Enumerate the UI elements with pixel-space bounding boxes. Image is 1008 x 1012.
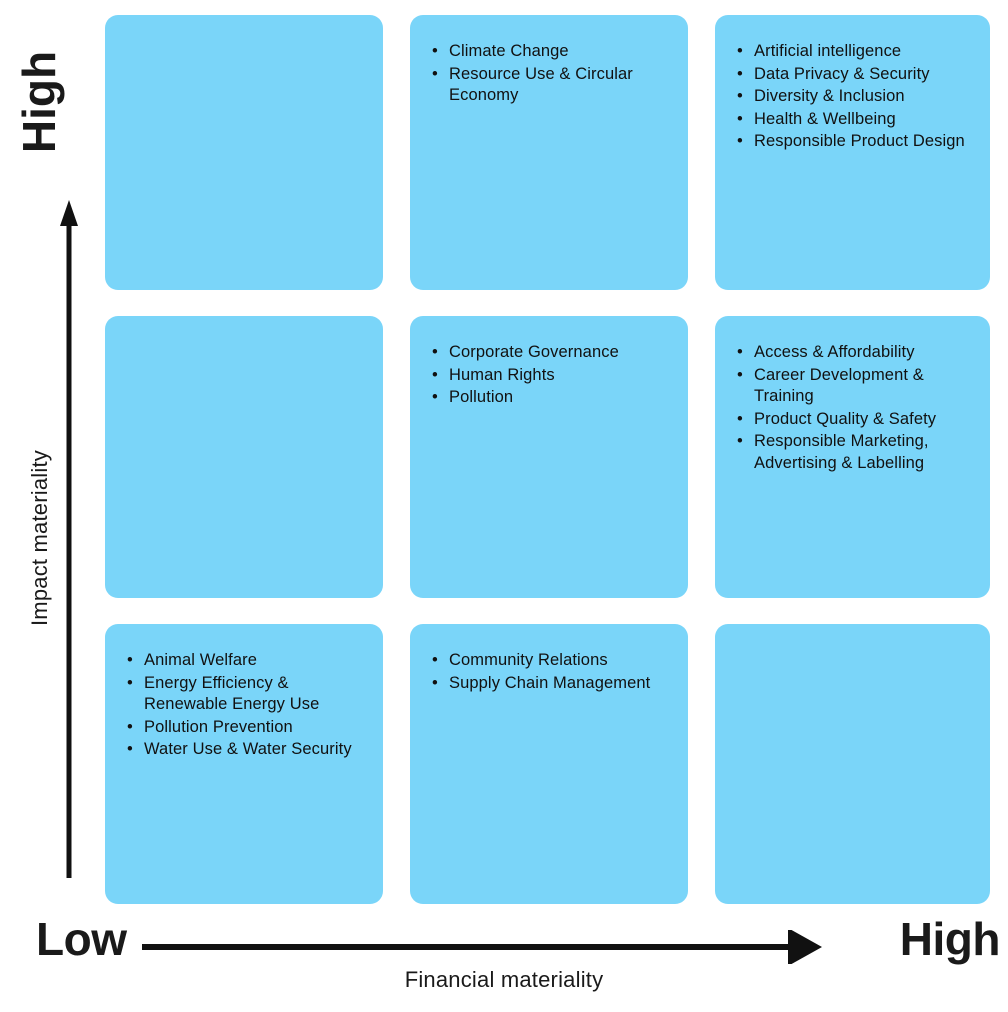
topic-item: • Resource Use & Circular Economy [432, 64, 674, 107]
topic-label: Energy Efficiency & Renewable Energy Use [144, 673, 320, 714]
topic-label: Diversity & Inclusion [754, 87, 905, 105]
topic-label: Access & Affordability [754, 343, 915, 361]
bullet-icon: • [127, 673, 133, 692]
matrix-cell-row2-col2[interactable]: • Corporate Governance • Human Rights • Pollu… [410, 316, 688, 598]
topic-item: • Community Relations [432, 650, 674, 672]
topic-list: • Access & Affordability • Career Developme… [737, 342, 976, 474]
y-axis-high-label: High [13, 50, 65, 154]
topic-item: • Access & Affordability [737, 342, 976, 364]
financial-materiality-axis-arrow [142, 930, 822, 964]
bullet-icon: • [432, 388, 438, 406]
matrix-grid: • Climate Change • Resource Use & Circular … [105, 15, 990, 905]
topic-item: • Health & Wellbeing [737, 109, 976, 131]
topic-item: • Diversity & Inclusion [737, 86, 976, 108]
matrix-cell-row1-col2[interactable]: • Climate Change • Resource Use & Circular … [410, 15, 688, 290]
matrix-cell-row3-col1[interactable]: • Animal Welfare • Energy Efficiency & Rene… [105, 624, 383, 904]
topic-item: • Career Development & Training [737, 365, 976, 408]
topic-label: Human Rights [449, 365, 555, 384]
bullet-icon: • [432, 651, 438, 669]
bullet-icon: • [737, 64, 743, 83]
x-axis-low-label: Low [36, 913, 127, 965]
topic-label: Climate Change [449, 42, 569, 60]
topic-item: • Supply Chain Management [432, 673, 674, 695]
bullet-icon: • [737, 409, 743, 428]
bullet-icon: • [737, 42, 743, 60]
topic-label: Responsible Product Design [754, 132, 965, 150]
bullet-icon: • [737, 109, 743, 128]
topic-item: • Climate Change [432, 41, 674, 63]
topic-label: Water Use & Water Security [144, 740, 352, 758]
x-axis-high-label: High [899, 913, 1001, 965]
bullet-icon: • [127, 740, 133, 758]
topic-label: Career Development & Training [754, 365, 924, 406]
impact-materiality-axis-arrow [60, 200, 78, 878]
bullet-icon: • [737, 87, 743, 105]
topic-item: • Human Rights [432, 365, 674, 387]
matrix-cell-row2-col1[interactable] [105, 316, 383, 598]
matrix-cell-row1-col3[interactable]: • Artificial intelligence • Data Privacy & … [715, 15, 990, 290]
matrix-cell-row3-col3[interactable] [715, 624, 990, 904]
topic-item: • Pollution Prevention [127, 717, 369, 739]
topic-list: • Animal Welfare • Energy Efficiency & Rene… [127, 650, 369, 761]
matrix-cell-row3-col2[interactable]: • Community Relations • Supply Chain Manage… [410, 624, 688, 904]
topic-item: • Corporate Governance [432, 342, 674, 364]
topic-list: • Artificial intelligence • Data Privacy & … [737, 41, 976, 153]
matrix-cell-row1-col1[interactable] [105, 15, 383, 290]
topic-label: Community Relations [449, 651, 608, 669]
bullet-icon: • [432, 365, 438, 384]
topic-label: Supply Chain Management [449, 673, 651, 692]
topic-item: • Pollution [432, 387, 674, 409]
bullet-icon: • [737, 432, 743, 450]
topic-item: • Responsible Product Design [737, 131, 976, 153]
bullet-icon: • [737, 132, 743, 150]
topic-label: Responsible Marketing, Advertising & Lab… [754, 432, 929, 472]
topic-item: • Responsible Marketing, Advertising & La… [737, 431, 976, 474]
topic-list: • Community Relations • Supply Chain Manage… [432, 650, 674, 694]
bullet-icon: • [432, 673, 438, 692]
topic-item: • Energy Efficiency & Renewable Energy Us… [127, 673, 369, 716]
topic-item: • Data Privacy & Security [737, 64, 976, 86]
bullet-icon: • [432, 343, 438, 361]
topic-label: Health & Wellbeing [754, 109, 896, 128]
bullet-icon: • [127, 717, 133, 736]
bullet-icon: • [432, 64, 438, 83]
x-axis-title: Financial materiality [404, 967, 604, 992]
topic-item: • Water Use & Water Security [127, 739, 369, 761]
bullet-icon: • [737, 365, 743, 384]
bullet-icon: • [127, 651, 133, 669]
matrix-cell-row2-col3[interactable]: • Access & Affordability • Career Developme… [715, 316, 990, 598]
bullet-icon: • [432, 42, 438, 60]
topic-label: Pollution Prevention [144, 717, 293, 736]
topic-item: • Product Quality & Safety [737, 409, 976, 431]
topic-label: Corporate Governance [449, 343, 619, 361]
topic-item: • Animal Welfare [127, 650, 369, 672]
topic-item: • Artificial intelligence [737, 41, 976, 63]
topic-list: • Corporate Governance • Human Rights • Pollu… [432, 342, 674, 409]
y-axis-title: Impact materiality [27, 450, 52, 626]
topic-list: • Climate Change • Resource Use & Circular … [432, 41, 674, 107]
topic-label: Artificial intelligence [754, 42, 902, 60]
bullet-icon: • [737, 343, 743, 361]
topic-label: Data Privacy & Security [754, 64, 930, 83]
topic-label: Product Quality & Safety [754, 409, 937, 428]
topic-label: Resource Use & Circular Economy [449, 64, 633, 105]
topic-label: Animal Welfare [144, 651, 257, 669]
topic-label: Pollution [449, 388, 514, 406]
